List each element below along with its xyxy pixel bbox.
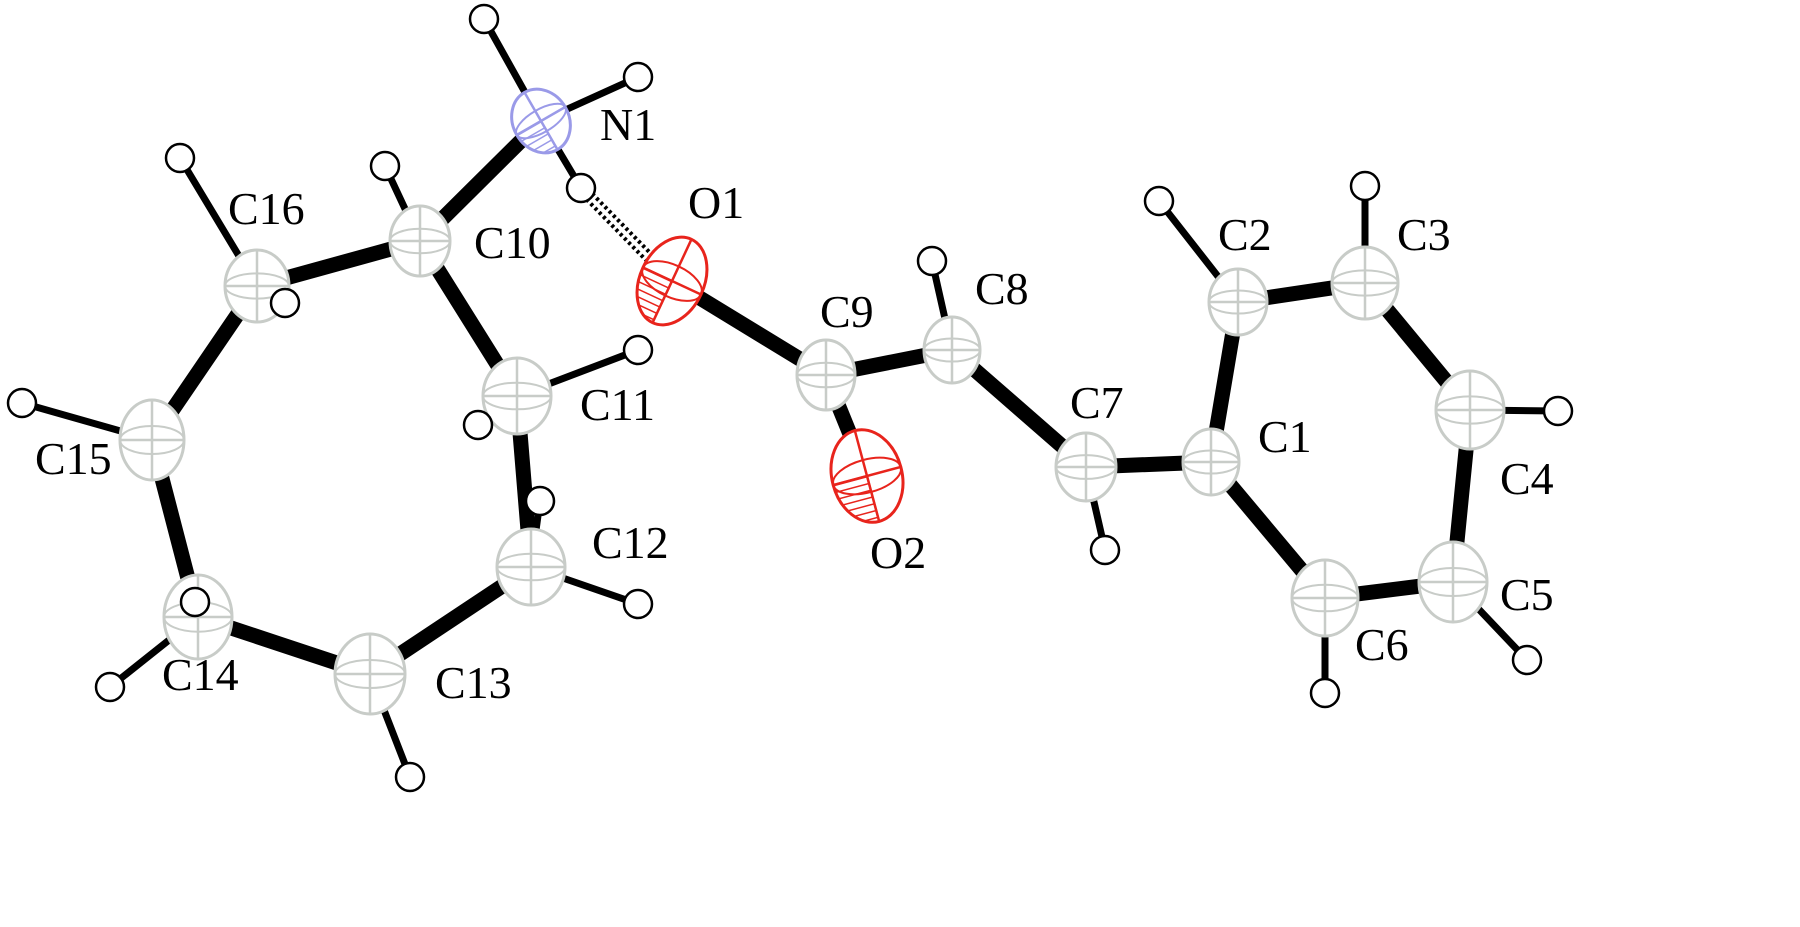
atom-o2 — [829, 428, 905, 524]
bonds-layer — [18, 15, 1562, 781]
atom-c8 — [922, 315, 982, 385]
atom-label-c10: C10 — [474, 217, 551, 268]
atom-c3-equator — [1331, 269, 1399, 297]
atom-c1 — [1181, 427, 1241, 497]
atom-label-c3: C3 — [1397, 209, 1451, 260]
atom-label-c13: C13 — [435, 657, 512, 708]
atom-label-c4: C4 — [1500, 453, 1554, 504]
atom-c9-equator — [796, 361, 856, 389]
atom-h16a — [164, 142, 196, 174]
atom-c6-equator — [1291, 583, 1359, 613]
atom-label-c5: C5 — [1500, 569, 1554, 620]
atom-c9 — [795, 338, 857, 412]
atom-c4 — [1434, 369, 1506, 451]
atom-c5 — [1417, 540, 1489, 624]
atom-h6 — [1309, 677, 1341, 709]
atoms-layer — [6, 3, 1574, 793]
atom-c16-equator — [224, 272, 290, 300]
atom-h12a — [524, 485, 556, 517]
atom-h11a — [622, 334, 654, 366]
atom-c4-equator — [1435, 395, 1505, 425]
atom-c7 — [1054, 431, 1118, 503]
atom-c11 — [481, 356, 553, 436]
atom-label-c15: C15 — [35, 433, 112, 484]
atom-o1 — [635, 235, 709, 327]
atom-c10 — [388, 204, 452, 278]
atom-h14b — [179, 586, 211, 618]
atom-h14a — [94, 671, 126, 703]
atom-n1 — [510, 87, 572, 155]
atom-label-c8: C8 — [975, 263, 1029, 314]
atom-h1b — [622, 61, 654, 93]
atom-h13 — [394, 761, 426, 793]
atom-h1c — [565, 172, 597, 204]
atom-o1-octant — [636, 266, 674, 325]
atom-label-o2: O2 — [870, 527, 926, 578]
atom-h7 — [1089, 534, 1121, 566]
atom-h2 — [1143, 185, 1175, 217]
atom-c8-equator — [923, 337, 981, 363]
atom-c11-equator — [482, 381, 552, 411]
atom-h1a — [468, 3, 500, 35]
atom-h15 — [6, 387, 38, 419]
atom-c12-equator — [496, 552, 566, 582]
atom-h5 — [1511, 644, 1543, 676]
atom-label-c11: C11 — [580, 379, 655, 430]
atom-c7-equator — [1055, 454, 1117, 480]
atom-label-c12: C12 — [592, 517, 669, 568]
atom-h3 — [1349, 170, 1381, 202]
atom-c13-equator — [334, 659, 406, 689]
atom-c10-equator — [389, 227, 451, 255]
atom-o2-octant — [831, 474, 881, 524]
atom-c12 — [495, 527, 567, 607]
atom-label-c2: C2 — [1218, 209, 1272, 260]
atom-c13 — [333, 632, 407, 716]
atom-h10 — [369, 150, 401, 182]
atom-c2 — [1207, 267, 1269, 337]
atom-label-c9: C9 — [820, 286, 874, 337]
atom-h12b — [622, 588, 654, 620]
atom-c3 — [1330, 245, 1400, 321]
atom-h16b — [269, 287, 301, 319]
atom-label-c14: C14 — [162, 649, 239, 700]
atom-c6 — [1290, 558, 1360, 638]
atom-label-o1: O1 — [688, 177, 744, 228]
atom-label-c6: C6 — [1355, 619, 1409, 670]
atom-c15-equator — [119, 425, 185, 455]
atom-n1-octant — [515, 119, 559, 154]
atom-h8 — [916, 245, 948, 277]
atom-h11b — [462, 409, 494, 441]
atom-c15 — [118, 398, 186, 482]
atom-c1-equator — [1182, 449, 1240, 475]
atom-h4 — [1542, 395, 1574, 427]
atom-label-c7: C7 — [1070, 377, 1124, 428]
atom-c5-equator — [1418, 567, 1488, 597]
atom-label-c1: C1 — [1258, 411, 1312, 462]
atom-label-n1: N1 — [600, 99, 656, 150]
atom-c2-equator — [1208, 289, 1268, 315]
atom-label-c16: C16 — [228, 183, 305, 234]
